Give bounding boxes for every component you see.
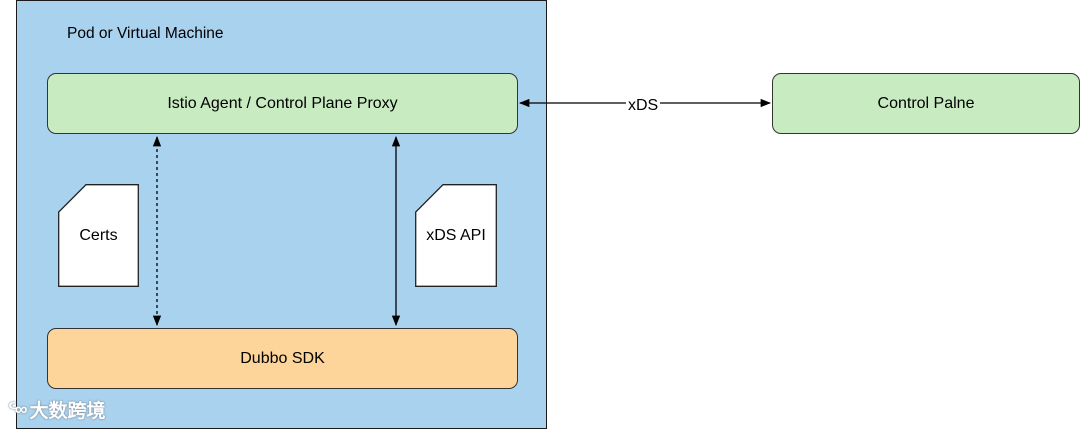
- istio-agent-label: Istio Agent / Control Plane Proxy: [167, 94, 398, 112]
- dubbo-sdk-node: Dubbo SDK: [47, 328, 518, 389]
- xds-api-document: xDS API: [415, 184, 497, 287]
- container-title: Pod or Virtual Machine: [67, 25, 224, 42]
- document-icon: [415, 184, 497, 287]
- watermark-text: 大数跨境: [29, 401, 106, 422]
- dubbo-sdk-label: Dubbo SDK: [240, 349, 325, 367]
- control-plane-label: Control Palne: [877, 94, 975, 112]
- certs-document: Certs: [58, 184, 139, 287]
- watermark: ᑦ∞ 大数跨境: [8, 396, 106, 423]
- watermark-logo-icon: ᑦ∞: [8, 399, 27, 419]
- control-plane-node: Control Palne: [772, 73, 1080, 134]
- xds-edge-label: xDS: [626, 97, 661, 115]
- istio-agent-node: Istio Agent / Control Plane Proxy: [47, 73, 518, 134]
- certs-label: Certs: [79, 226, 118, 244]
- document-icon: [58, 184, 139, 287]
- xds-api-label: xDS API: [426, 226, 486, 244]
